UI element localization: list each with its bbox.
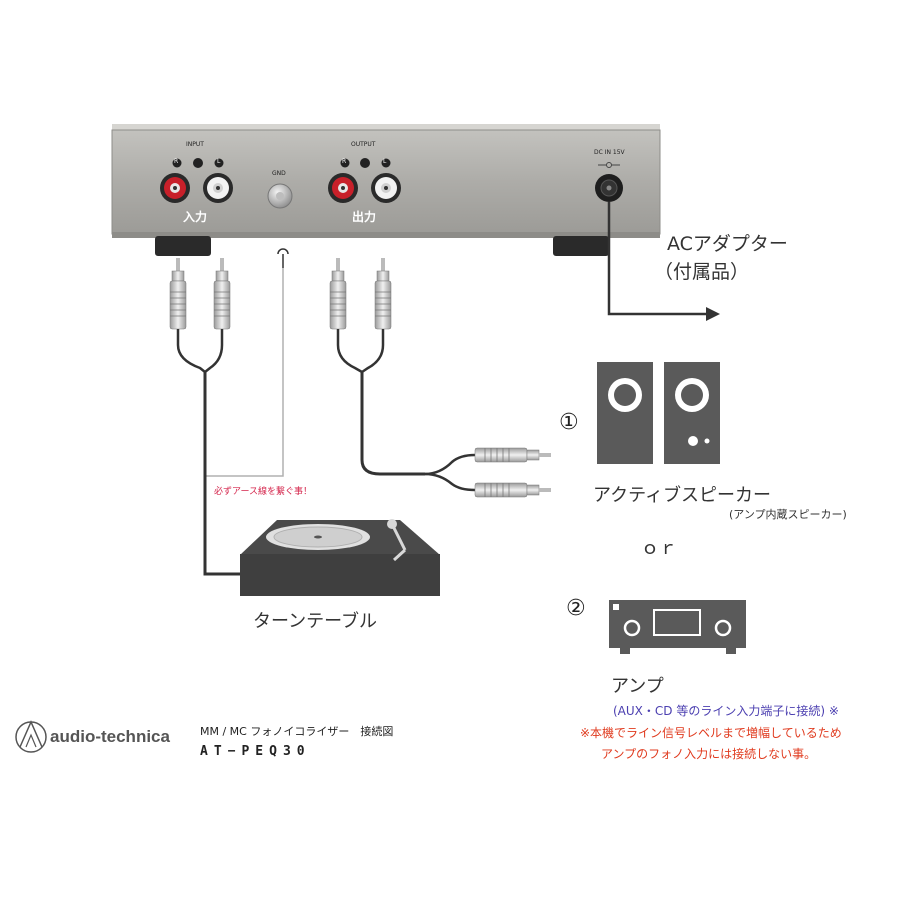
input-r-mark: R xyxy=(174,158,179,165)
input-l-mark: L xyxy=(217,158,221,165)
active-speaker-sub: (アンプ内蔵スピーカー) xyxy=(729,508,847,521)
input-label: INPUT xyxy=(186,141,204,148)
input-jp-label: 入力 xyxy=(183,210,208,224)
output-jack-r xyxy=(328,173,358,203)
or-text: ｏｒ xyxy=(641,538,677,559)
option-2-number: ② xyxy=(566,596,586,621)
foot-right xyxy=(553,236,609,256)
output-label: OUTPUT xyxy=(351,141,376,148)
diagram-title: MM / MC フォノイコライザー 接続図 xyxy=(200,725,394,738)
active-speaker-label: アクティブスピーカー xyxy=(593,485,772,506)
audio-technica-logo-icon xyxy=(15,720,47,753)
amp-note-line: ※本機でライン信号レベルまで増幅しているため xyxy=(580,726,842,740)
amp-note-phono: アンプのフォノ入力には接続しない事。 xyxy=(601,747,817,761)
brand-name: audio-technica xyxy=(50,727,170,746)
amp-label: アンプ xyxy=(611,676,664,697)
amp-note-aux: (AUX・CD 等のライン入力端子に接続) ※ xyxy=(613,704,839,718)
foot-left xyxy=(155,236,211,256)
model-number: AT−PEQ30 xyxy=(200,744,311,759)
output-r-mark: R xyxy=(342,158,347,165)
turntable-illustration xyxy=(240,519,440,596)
phono-equalizer-unit xyxy=(111,124,661,256)
ac-adapter-title: ACアダプター xyxy=(667,233,788,255)
amplifier-illustration xyxy=(609,600,746,654)
option-1-number: ① xyxy=(559,410,579,435)
gnd-label: GND xyxy=(272,170,286,177)
input-jack-r xyxy=(160,173,190,203)
dc-in-jack xyxy=(595,162,623,202)
output-jack-l xyxy=(371,173,401,203)
ac-adapter-line xyxy=(607,202,720,321)
output-l-mark: L xyxy=(383,158,387,165)
turntable-label: ターンテーブル xyxy=(253,611,378,632)
output-jp-label: 出力 xyxy=(352,210,377,224)
active-speakers-illustration xyxy=(597,362,720,464)
input-cable xyxy=(169,258,250,576)
ground-note: 必ずアース線を繋ぐ事！ xyxy=(214,487,313,497)
ac-adapter-sub: （付属品） xyxy=(654,261,750,283)
dc-in-label: DC IN 15V xyxy=(594,149,625,156)
input-jack-l xyxy=(203,173,233,203)
output-cable xyxy=(329,258,551,498)
gnd-terminal xyxy=(267,183,293,209)
